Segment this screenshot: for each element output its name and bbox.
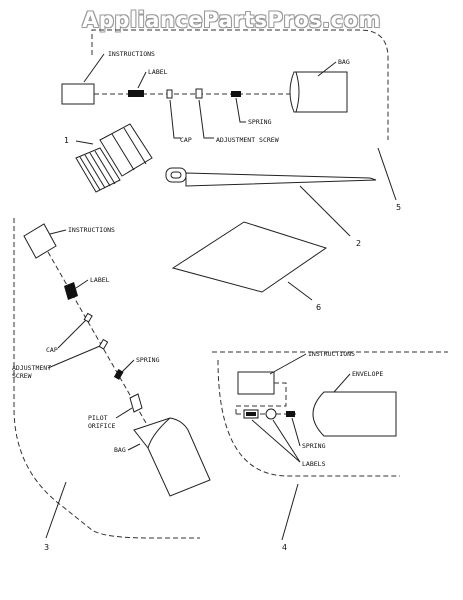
- kit-4-leader-line: [235, 382, 287, 414]
- callout-1-leader: [75, 140, 94, 145]
- adjustment-screw-part: [195, 88, 203, 99]
- instructions-label-top: INSTRUCTIONS: [108, 50, 155, 58]
- callout-1: 1: [64, 136, 69, 145]
- callout-6-leader: [287, 281, 313, 301]
- kit-5-group: INSTRUCTIONS LABEL BAG SPRING CAP ADJUST…: [61, 29, 401, 212]
- fitting-hex-body: [99, 123, 153, 177]
- part-6-sheet: 6: [171, 221, 328, 312]
- label-label-top: LABEL: [148, 68, 168, 76]
- adjustment-screw-label-top: ADJUSTMENT SCREW: [216, 136, 279, 144]
- instructions-label-left: INSTRUCTIONS: [68, 226, 115, 234]
- instructions-label-right: INSTRUCTIONS: [308, 350, 355, 358]
- bag-part: [289, 71, 348, 113]
- watermark-text: AppliancePartsPros.com: [82, 8, 381, 32]
- instructions-sheet: [61, 83, 95, 105]
- adjustment-label-left-1: ADJUSTMENT: [12, 364, 51, 372]
- adjustment-label-left-2: SCREW: [12, 372, 32, 380]
- part-2-tie-strap: 2: [165, 167, 377, 248]
- spring-part-left: [113, 369, 124, 380]
- spring-label-left: SPRING: [136, 356, 160, 364]
- label-part: [128, 90, 144, 97]
- part-1-fitting: 1: [64, 123, 153, 193]
- instructions-sheet-left: [23, 223, 57, 259]
- callout-3-leader: [45, 481, 67, 539]
- callout-5: 5: [396, 203, 401, 212]
- callout-6: 6: [316, 303, 321, 312]
- callout-2: 2: [356, 239, 361, 248]
- label-label-left: LABEL: [90, 276, 110, 284]
- kit-4-boundary: [212, 351, 448, 477]
- envelope-label: ENVELOPE: [352, 370, 383, 378]
- label-circle-right: [265, 408, 277, 420]
- kit-3-group: INSTRUCTIONS LABEL CAP ADJUSTMENT SCREW …: [12, 218, 211, 552]
- envelope-part: [312, 391, 397, 437]
- bag-label-top: BAG: [338, 58, 350, 66]
- callout-5-leader: [377, 147, 397, 201]
- kit-3-boundary: [13, 218, 200, 539]
- spring-part: [231, 91, 241, 97]
- labels-label-right: LABELS: [302, 460, 326, 468]
- strap-tail: [185, 172, 377, 187]
- callout-4: 4: [282, 543, 287, 552]
- cap-part: [166, 89, 173, 99]
- bag-label-left: BAG: [114, 446, 126, 454]
- pilot-orifice-part: [129, 393, 143, 413]
- spring-part-right: [286, 411, 295, 417]
- callout-3: 3: [44, 543, 49, 552]
- kit-4-group: INSTRUCTIONS ENVELOPE SPRING LABELS 4: [212, 350, 448, 552]
- pilot-label-1: PILOT: [88, 414, 108, 422]
- callout-4-leader: [281, 483, 299, 541]
- sheet-part: [171, 221, 328, 293]
- instructions-sheet-right: [237, 371, 275, 395]
- cap-part-left: [83, 312, 93, 323]
- adjustment-screw-part-left: [98, 338, 109, 350]
- label-part-left: [64, 282, 78, 300]
- pilot-label-2: ORIFICE: [88, 422, 115, 430]
- spring-label-right: SPRING: [302, 442, 326, 450]
- spring-label-top: SPRING: [248, 118, 272, 126]
- cap-label-top: CAP: [180, 136, 192, 144]
- bag-part-left: [133, 417, 211, 497]
- kit-5-boundary: [91, 29, 389, 140]
- callout-2-leader: [299, 185, 351, 237]
- bag-opening: [295, 71, 300, 113]
- cap-label-left: CAP: [46, 346, 58, 354]
